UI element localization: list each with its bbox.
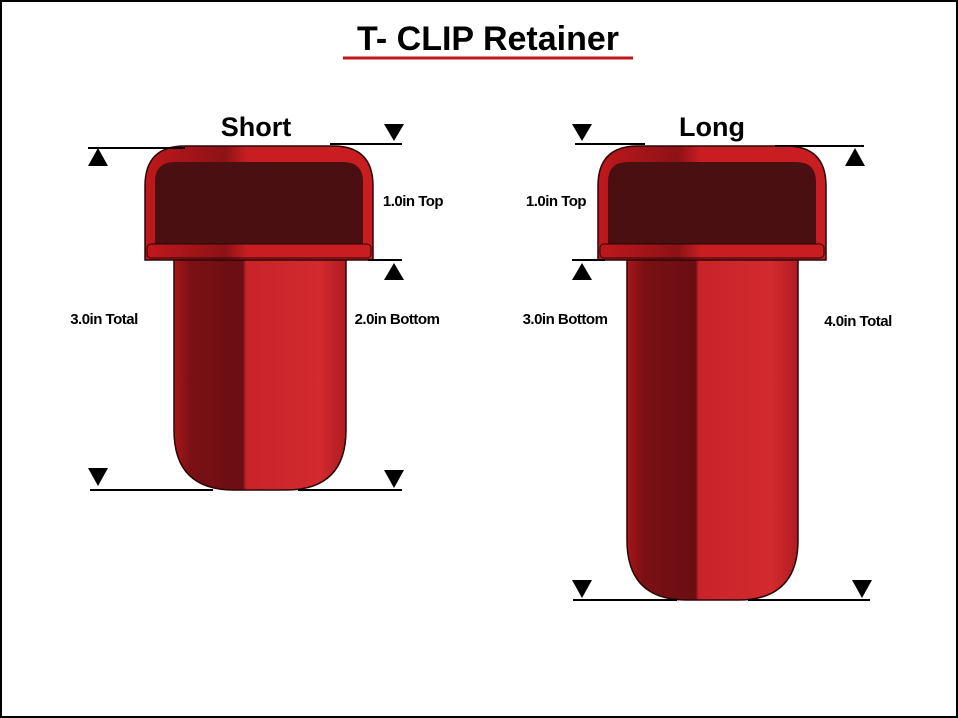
long-arrow-icons bbox=[572, 124, 872, 598]
long-label: Long bbox=[679, 112, 745, 142]
short-clip-cap bbox=[144, 145, 374, 261]
long-total-dimension: 4.0in Total bbox=[824, 313, 892, 330]
arrow-down-icon bbox=[384, 470, 404, 488]
arrow-down-icon bbox=[852, 580, 872, 598]
arrow-up-icon bbox=[845, 148, 865, 166]
long-clip-body bbox=[626, 257, 799, 601]
arrow-down-icon bbox=[384, 124, 404, 141]
arrow-down-icon bbox=[572, 580, 592, 598]
short-label: Short bbox=[221, 112, 292, 142]
short-bottom-dimension: 2.0in Bottom bbox=[355, 311, 440, 328]
arrow-down-icon bbox=[88, 468, 108, 486]
short-dimension-lines bbox=[88, 143, 402, 491]
short-total-dimension: 3.0in Total bbox=[70, 311, 138, 328]
arrow-up-icon bbox=[88, 148, 108, 166]
arrow-up-icon bbox=[384, 263, 404, 280]
long-clip bbox=[597, 145, 827, 601]
long-top-dimension: 1.0in Top bbox=[526, 193, 587, 210]
arrow-up-icon bbox=[572, 263, 592, 280]
long-dimension-lines bbox=[572, 143, 870, 601]
arrow-down-icon bbox=[572, 124, 592, 141]
short-clip bbox=[144, 145, 374, 491]
title: T- CLIP Retainer bbox=[357, 20, 619, 58]
short-arrow-icons bbox=[88, 124, 404, 488]
long-clip-cap bbox=[597, 145, 827, 261]
short-clip-body bbox=[173, 257, 347, 491]
short-top-dimension: 1.0in Top bbox=[383, 193, 444, 210]
long-bottom-dimension: 3.0in Bottom bbox=[523, 311, 608, 328]
